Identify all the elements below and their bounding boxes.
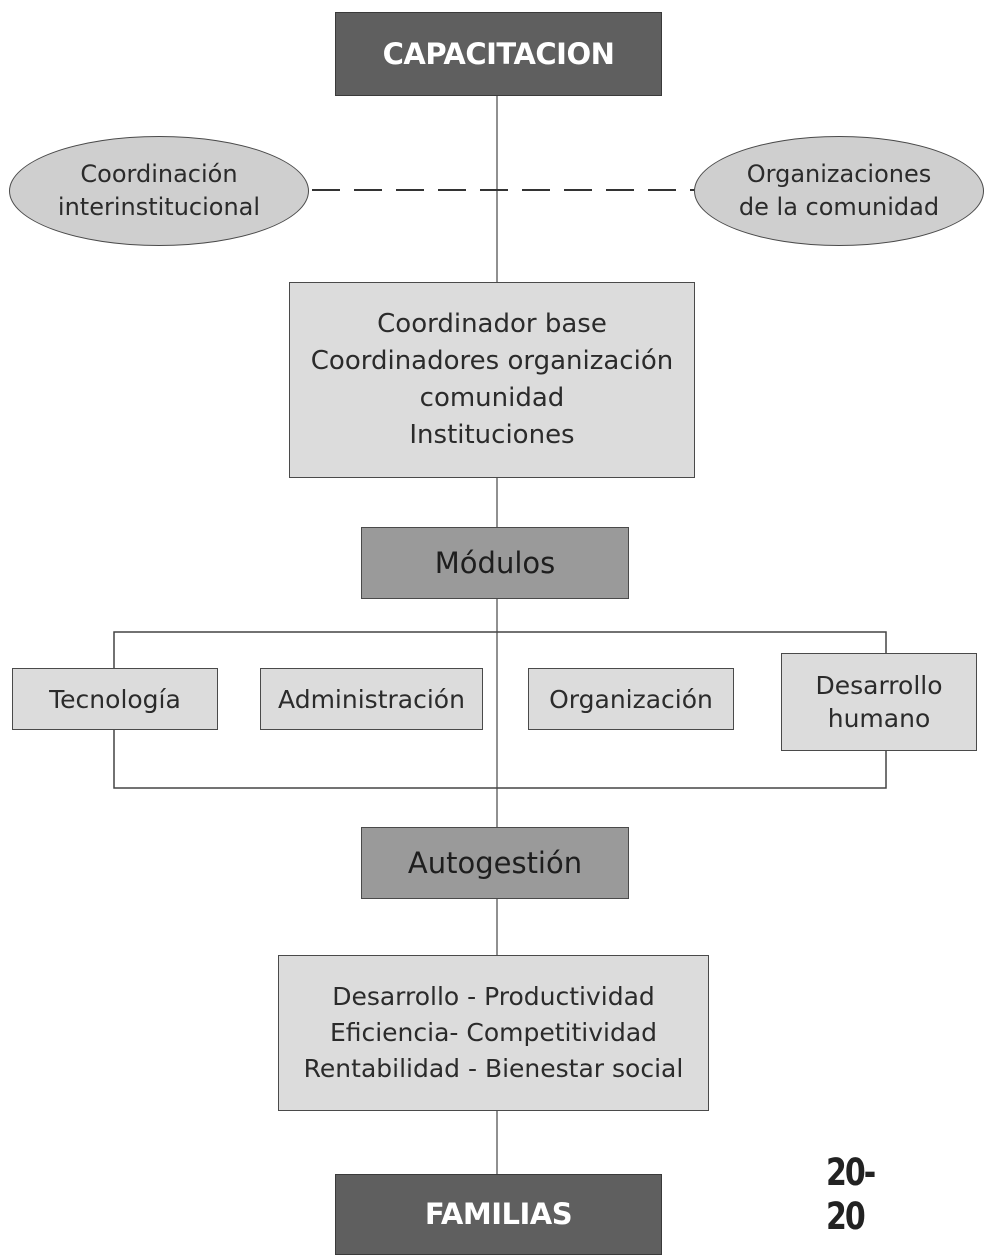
- coordinators-line-4: Instituciones: [409, 419, 575, 450]
- logo-text: 20-20: [826, 1151, 876, 1239]
- desarrollo-line-1: Desarrollo: [815, 671, 943, 700]
- organizacion-label: Organización: [549, 684, 713, 714]
- outcomes-line-3: Rentabilidad - Bienestar social: [303, 1054, 684, 1084]
- coordinacion-oval: Coordinación interinstitucional: [9, 136, 309, 246]
- coordinacion-line-1: Coordinación: [80, 159, 238, 188]
- coordinators-line-1: Coordinador base: [377, 309, 607, 340]
- familias-label: FAMILIAS: [424, 1197, 573, 1232]
- coordinacion-line-2: interinstitucional: [57, 193, 261, 221]
- organizaciones-line-2: de la comunidad: [738, 193, 940, 221]
- module-organizacion: Organización: [528, 668, 734, 730]
- autogestion-box: Autogestión: [361, 827, 629, 899]
- coordinators-line-2: Coordinadores organización: [310, 346, 674, 377]
- logo-20-20: 20-20: [826, 1151, 896, 1239]
- outcomes-line-2: Eficiencia- Competitividad: [329, 1017, 658, 1047]
- capacitacion-label: CAPACITACION: [382, 36, 615, 71]
- coordinators-line-3: comunidad: [419, 383, 565, 413]
- coordinators-box: Coordinador base Coordinadores organizac…: [289, 282, 695, 478]
- organizaciones-oval: Organizaciones de la comunidad: [694, 136, 984, 246]
- modulos-box: Módulos: [361, 527, 629, 599]
- modules-bracket: [113, 631, 887, 789]
- familias-box: FAMILIAS: [335, 1174, 662, 1255]
- module-desarrollo-humano: Desarrollo humano: [781, 653, 977, 751]
- module-administracion: Administración: [260, 668, 483, 730]
- outcomes-box: Desarrollo - Productividad Eficiencia- C…: [278, 955, 709, 1111]
- autogestion-label: Autogestión: [407, 845, 583, 880]
- module-tecnologia: Tecnología: [12, 668, 218, 730]
- capacitacion-box: CAPACITACION: [335, 12, 662, 96]
- organizaciones-line-1: Organizaciones: [746, 159, 932, 188]
- desarrollo-line-2: humano: [827, 704, 931, 733]
- modulos-label: Módulos: [434, 545, 556, 580]
- tecnologia-label: Tecnología: [49, 684, 181, 714]
- administracion-label: Administración: [278, 684, 465, 714]
- outcomes-line-1: Desarrollo - Productividad: [332, 981, 655, 1011]
